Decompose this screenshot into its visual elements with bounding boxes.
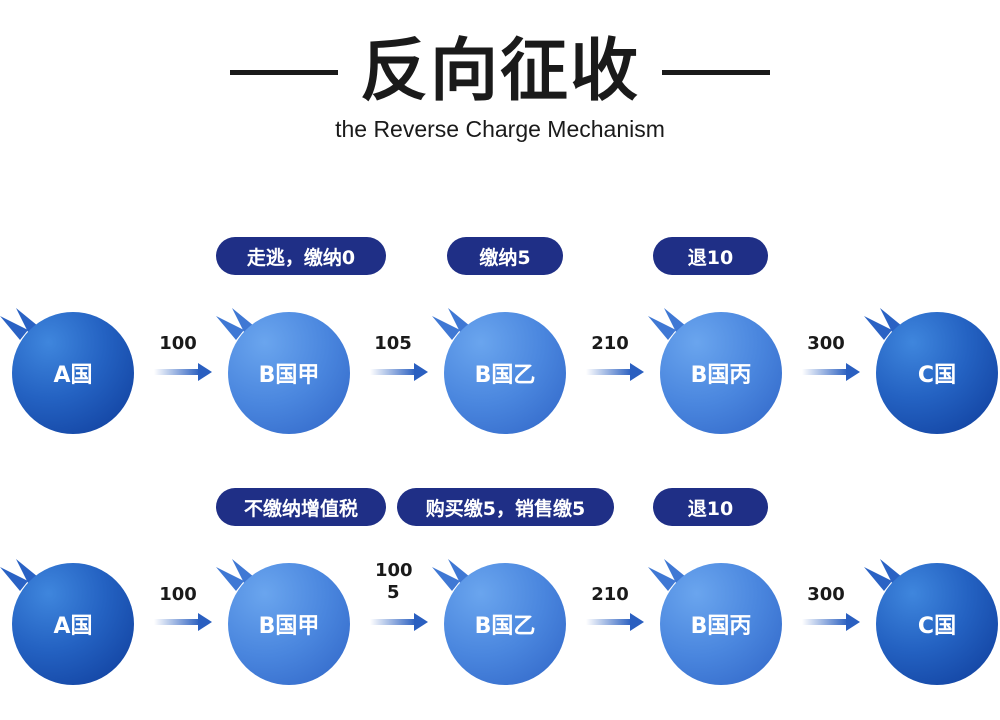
row1-amount-2: 105	[353, 333, 433, 355]
row2-node-b-yi: B国乙	[432, 559, 566, 685]
row1-arrow-4	[802, 363, 860, 381]
row1-node-b-bing: B国丙	[648, 308, 782, 434]
row2-arrow-1	[154, 613, 212, 631]
row2-pill-b-jia: 不缴纳增值税	[216, 488, 386, 526]
title-left-rule	[229, 69, 338, 75]
amount-line: 105	[374, 333, 412, 354]
page-subtitle: the Reverse Charge Mechanism	[335, 116, 665, 142]
row1-node-b-jia: B国甲	[216, 308, 350, 434]
row1-amount-1: 100	[138, 333, 218, 355]
row1-node-c: C国	[864, 308, 998, 434]
node-label: C国	[876, 312, 998, 434]
row1-amount-3: 210	[570, 333, 650, 355]
node-label: B国丙	[660, 563, 782, 685]
amount-line: 300	[807, 333, 845, 354]
node-label: A国	[12, 312, 134, 434]
row1-node-a: A国	[0, 308, 134, 434]
node-label: B国甲	[228, 563, 350, 685]
title-right-rule	[662, 69, 770, 75]
row1-pill-b-jia: 走逃，缴纳0	[216, 237, 386, 275]
row1-pill-b-bing: 退10	[653, 237, 768, 275]
amount-line: 5	[387, 582, 400, 603]
row2-arrow-3	[586, 613, 644, 631]
amount-line: 100	[159, 333, 197, 354]
row2-arrow-4	[802, 613, 860, 631]
node-label: B国甲	[228, 312, 350, 434]
row2-amount-3: 210	[570, 584, 650, 606]
node-label: C国	[876, 563, 998, 685]
row2-pill-b-yi: 购买缴5，销售缴5	[397, 488, 614, 526]
amount-line: 300	[807, 584, 845, 605]
row2-amount-1: 100	[138, 584, 218, 606]
amount-line: 100	[159, 584, 197, 605]
node-label: B国乙	[444, 563, 566, 685]
node-label: A国	[12, 563, 134, 685]
node-label: B国乙	[444, 312, 566, 434]
amount-line: 100	[375, 560, 413, 581]
row1-pill-b-yi: 缴纳5	[447, 237, 563, 275]
row1-arrow-1	[154, 363, 212, 381]
row2-node-c: C国	[864, 559, 998, 685]
row2-arrow-2	[370, 613, 428, 631]
node-label: B国丙	[660, 312, 782, 434]
row2-amount-4: 300	[786, 584, 866, 606]
title-row: 反向征收	[0, 32, 1000, 112]
amount-line: 210	[591, 584, 629, 605]
row2-node-a: A国	[0, 559, 134, 685]
row1-amount-4: 300	[786, 333, 866, 355]
row2-node-b-bing: B国丙	[648, 559, 782, 685]
row2-node-b-jia: B国甲	[216, 559, 350, 685]
row1-arrow-3	[586, 363, 644, 381]
page-title: 反向征收	[359, 32, 640, 111]
row2-pill-b-bing: 退10	[653, 488, 768, 526]
row1-arrow-2	[370, 363, 428, 381]
row1-node-b-yi: B国乙	[432, 308, 566, 434]
amount-line: 210	[591, 333, 629, 354]
